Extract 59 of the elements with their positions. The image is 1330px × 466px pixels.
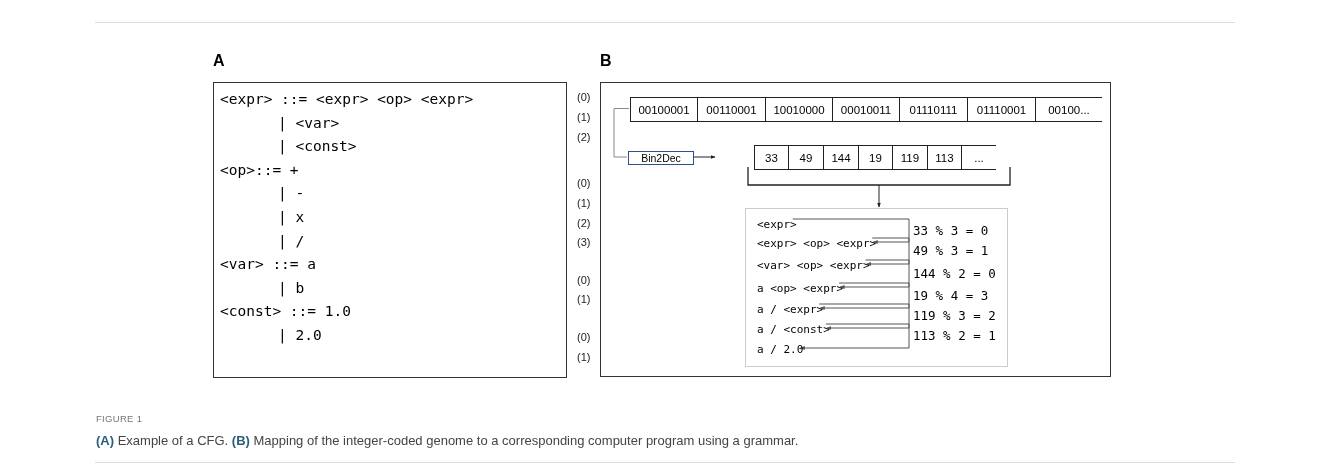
grammar-rule: | b xyxy=(278,280,305,296)
array-cell: 113 xyxy=(927,145,961,170)
array-cell: 00010011 xyxy=(832,97,899,122)
arrow xyxy=(792,218,910,244)
grammar-rule: <const> ::= 1.0 xyxy=(220,304,351,319)
array-cell: 144 xyxy=(823,145,858,170)
edge-label: 144 % 2 = 0 xyxy=(913,266,996,281)
rule-index: (1) xyxy=(577,294,591,305)
arrow xyxy=(692,155,716,159)
derivation-step: <expr> xyxy=(757,217,797,233)
edge-label: 33 % 3 = 0 xyxy=(913,223,989,238)
rule-index: (3) xyxy=(577,237,591,248)
derivation-step: a / <expr> xyxy=(757,302,824,318)
array-cell: 49 xyxy=(788,145,823,170)
grammar-rule: | 2.0 xyxy=(278,328,322,343)
figure-number: FIGURE 1 xyxy=(96,414,143,424)
array-cell: 01110111 xyxy=(899,97,967,122)
array-cell: ... xyxy=(961,145,996,170)
rule-index: (0) xyxy=(577,275,591,286)
array-cell: 00110001 xyxy=(697,97,765,122)
derivation-step: <expr> <op> <expr> xyxy=(757,236,877,252)
panel-heading: B xyxy=(600,53,612,69)
rule-index: (1) xyxy=(577,198,591,209)
arrow xyxy=(839,259,910,289)
arrow xyxy=(877,184,881,208)
grammar-rule: <expr> ::= <expr> <op> <expr> xyxy=(220,92,474,107)
array-cell: 00100001 xyxy=(630,97,697,122)
derivation-step: a / <const> xyxy=(757,322,830,338)
grammar-rule: | / xyxy=(278,233,305,249)
array-cell: 33 xyxy=(754,145,788,170)
array-cell: 19 xyxy=(858,145,892,170)
grammar-rule: <var> ::= a xyxy=(220,257,317,272)
derivation-box xyxy=(745,208,1008,367)
array-cell: 119 xyxy=(892,145,927,170)
rule-index: (0) xyxy=(577,92,591,103)
derivation-step: a / 2.0 xyxy=(757,342,804,358)
panel-heading: A xyxy=(213,53,225,69)
caption: (A) Example of a CFG. (B) Mapping of the integer-coded genome to a corresponding computer program using a grammar. xyxy=(96,433,799,448)
grammar-rule: | x xyxy=(278,210,305,225)
grammar-rule: | <var> xyxy=(278,115,340,131)
rule-index: (1) xyxy=(577,112,591,123)
derivation-step: a <op> <expr> xyxy=(757,281,844,297)
rule-index: (1) xyxy=(577,352,591,363)
arrow xyxy=(818,303,910,330)
grammar-rule: | <const> xyxy=(278,139,357,154)
arrow xyxy=(866,237,910,266)
grammar-rule: <op>::= + xyxy=(220,162,299,178)
arrow xyxy=(819,282,910,310)
array-cell: 10010000 xyxy=(765,97,832,122)
function-box: Bin2Dec xyxy=(628,151,694,165)
edge-label: 19 % 4 = 3 xyxy=(913,288,989,303)
rule-index: (2) xyxy=(577,218,591,229)
array-cell: 00100... xyxy=(1035,97,1102,122)
rule-index: (2) xyxy=(577,132,591,143)
array-cell: 01110001 xyxy=(967,97,1035,122)
derivation-step: <var> <op> <expr> xyxy=(757,258,870,274)
grammar-rule: | - xyxy=(278,186,305,201)
rule-index: (0) xyxy=(577,178,591,189)
rule-index: (0) xyxy=(577,332,591,343)
